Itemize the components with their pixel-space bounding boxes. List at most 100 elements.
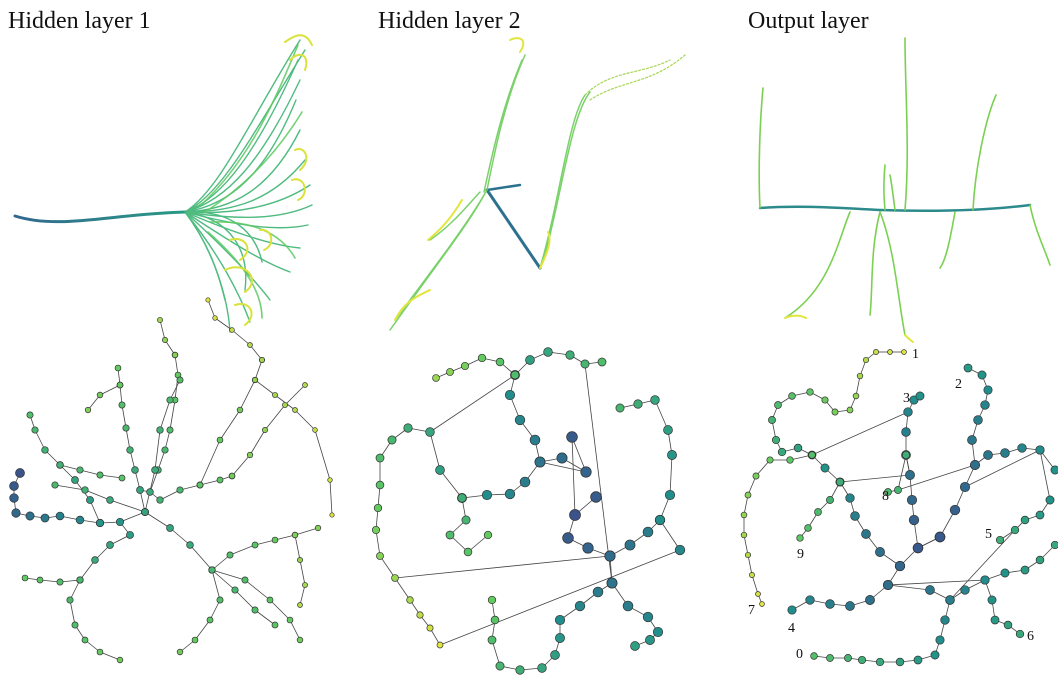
tree-node [566, 431, 578, 443]
tree-edge [211, 569, 221, 601]
tree-edge [299, 584, 306, 606]
tree-node [272, 392, 278, 398]
tree-edge [249, 429, 266, 456]
tree-node [534, 456, 546, 468]
tree-node [96, 471, 104, 479]
tree-node [592, 586, 604, 598]
tree-edge [54, 484, 86, 491]
label-8: 8 [882, 489, 889, 504]
tree-edge [79, 559, 96, 581]
tree-node [574, 600, 586, 612]
label-7: 7 [748, 603, 755, 618]
tree-edge [964, 449, 1041, 488]
tree-node [995, 535, 1005, 545]
tree-node [116, 381, 124, 389]
tree-node [296, 556, 304, 564]
tree-node [228, 472, 236, 480]
tree-node [1000, 448, 1010, 458]
tree-node [231, 586, 239, 594]
tree-edge [394, 577, 411, 601]
tree-node [11, 508, 21, 518]
tree-node [664, 489, 676, 501]
tree-node [1020, 565, 1030, 575]
tree-node [825, 599, 835, 609]
tree-node [525, 355, 535, 365]
tree-node [371, 525, 381, 535]
tree-node [387, 435, 397, 445]
tree-node [554, 614, 566, 626]
tree-node [556, 452, 568, 464]
tree-node [810, 652, 818, 660]
tree-node [835, 477, 845, 487]
tree-edge [289, 619, 301, 641]
tree-node [826, 496, 834, 504]
tree-node [912, 542, 924, 554]
tree-node [820, 463, 830, 473]
tree-node [21, 574, 29, 582]
tree-node [1035, 445, 1045, 455]
tree-node [633, 399, 643, 409]
tree-edge [887, 584, 931, 591]
tree-node [96, 391, 104, 399]
tree-edge [429, 431, 441, 471]
tree-node [41, 446, 49, 454]
tree-node [1050, 465, 1058, 475]
tree-node [266, 596, 274, 604]
tree-node [327, 477, 333, 483]
tree-node [76, 576, 84, 584]
tree-node [131, 466, 139, 474]
tree-node [292, 407, 298, 413]
tree-node [259, 357, 265, 363]
tree-edge [34, 429, 46, 451]
tree-node [157, 317, 163, 323]
tree-node [788, 392, 796, 400]
tree-node [887, 349, 893, 355]
tree-node [786, 456, 794, 464]
panel-title-hidden-layer-2: Hidden layer 2 [378, 8, 521, 34]
tree-edge [949, 529, 1016, 601]
tree-node [216, 596, 224, 604]
tree-node [857, 655, 867, 665]
tree-edge [89, 499, 101, 524]
tree-node [980, 400, 990, 410]
tree-node [296, 636, 304, 644]
tree-node [970, 460, 980, 470]
tree-node [206, 616, 214, 624]
tree-node [312, 427, 318, 433]
tree-node [667, 450, 677, 460]
tree-node [126, 446, 134, 454]
tree-node [487, 595, 497, 605]
tree-node [805, 595, 815, 605]
tree-edge [743, 534, 749, 556]
tree-edge [231, 329, 251, 346]
label-9: 9 [797, 547, 804, 562]
tree-node [416, 611, 424, 619]
tree-node [329, 512, 335, 518]
tree-node [251, 606, 259, 614]
tree-node [161, 446, 169, 454]
tree-edge [229, 544, 256, 556]
label-3: 3 [903, 391, 910, 406]
tree-edge [839, 474, 911, 483]
tree-edge [747, 554, 753, 576]
tree-edge [199, 439, 221, 486]
tree-node [481, 489, 493, 501]
tree-node [151, 466, 159, 474]
tree-node [771, 435, 781, 445]
tree-node [487, 635, 497, 645]
panel-title-output-layer: Output layer [748, 8, 869, 34]
tree-node [796, 534, 804, 542]
tree-node [510, 370, 520, 380]
tree-node [297, 602, 303, 608]
tree-edge [254, 539, 276, 546]
tree-edge [239, 379, 256, 411]
tree-node [861, 529, 871, 539]
tree-node [935, 635, 945, 645]
tree-node [744, 491, 752, 499]
label-4: 4 [788, 621, 795, 636]
tree-node [31, 426, 39, 434]
tree-node [759, 601, 765, 607]
tree-node [286, 616, 294, 624]
tree-node [642, 611, 654, 623]
tree-node [901, 427, 911, 437]
